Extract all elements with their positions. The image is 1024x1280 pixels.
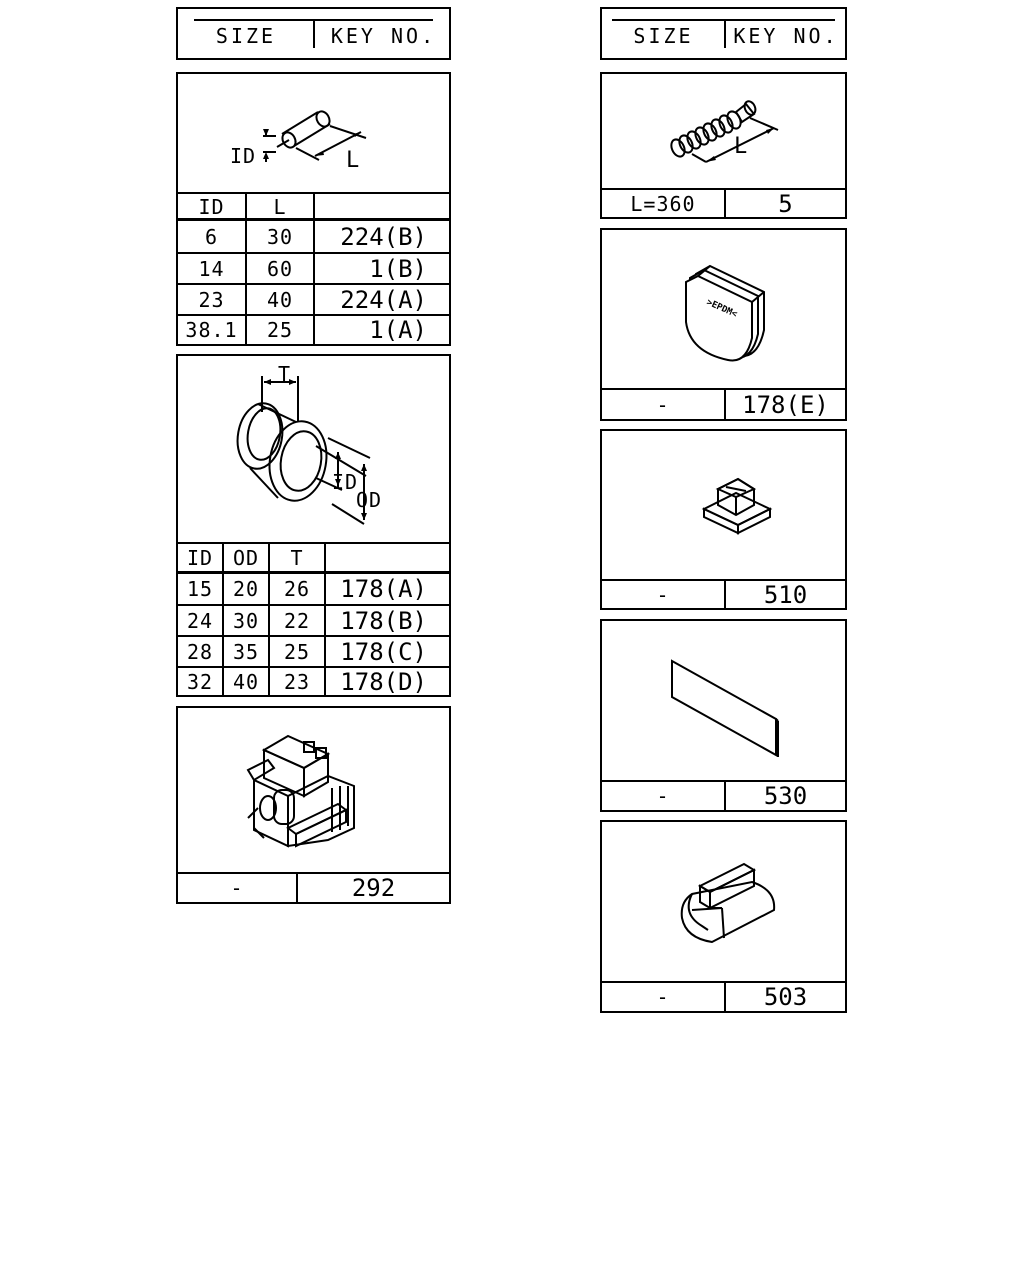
block-key-no: 503: [763, 983, 808, 1011]
grommet-od-callout: OD: [356, 488, 383, 512]
clip-size: -: [656, 582, 670, 607]
clip-illustration: [602, 431, 845, 579]
left-header-box: SIZE KEY NO.: [176, 7, 451, 60]
cell-od: 20: [232, 577, 260, 601]
corrugated-tube-box: L L=360 5: [600, 72, 847, 219]
tube-length-callout: L: [346, 148, 361, 173]
corrugated-size: L=360: [630, 191, 696, 216]
block-illustration: [602, 822, 845, 981]
right-header-box: SIZE KEY NO.: [600, 7, 847, 60]
cell-l: 60: [266, 256, 294, 281]
column-header-l: L: [273, 195, 287, 219]
cell-l: 30: [266, 224, 294, 249]
cell-l: 40: [266, 287, 294, 312]
cell-id: 38.1: [185, 318, 238, 342]
epdm-cap-illustration: >EPDM<: [602, 230, 845, 388]
cell-key-no: 1(A): [369, 316, 427, 344]
cell-t: 22: [283, 608, 311, 633]
block-part-box: - 503: [600, 820, 847, 1013]
cell-key-no: 178(C): [340, 637, 427, 666]
tape-illustration: [602, 621, 845, 781]
tape-key-no: 530: [763, 782, 808, 810]
cell-od: 35: [232, 639, 260, 664]
cell-id: 14: [198, 256, 225, 281]
cell-l: 25: [266, 318, 294, 342]
connector-part-box: - 292: [176, 706, 451, 904]
cell-key-no: 178(D): [340, 667, 427, 696]
column-header-t: T: [290, 546, 304, 570]
cell-id: 24: [186, 608, 214, 633]
header-divider: [313, 21, 315, 48]
cell-t: 23: [283, 669, 311, 694]
grommet-t-callout: T: [278, 362, 292, 386]
connector-size: -: [230, 876, 244, 900]
cell-t: 26: [283, 577, 311, 601]
cell-key-no: 178(B): [340, 606, 427, 635]
cell-t: 25: [283, 639, 311, 664]
key-no-header-label: KEY NO.: [733, 24, 839, 48]
grommet-id-callout: ID: [332, 470, 359, 494]
cell-key-no: 224(A): [340, 285, 427, 314]
cell-id: 6: [204, 224, 219, 249]
epdm-cap-box: >EPDM< - 178(E): [600, 228, 847, 421]
tape-size: -: [656, 784, 670, 808]
column-header-id: ID: [198, 195, 225, 219]
size-header-label: SIZE: [215, 24, 277, 48]
clip-part-box: - 510: [600, 429, 847, 610]
corrugated-tube-illustration: [602, 74, 845, 188]
size-header-label: SIZE: [633, 24, 694, 48]
column-header-od: OD: [232, 546, 260, 570]
header-rule: [194, 19, 433, 21]
cell-id: 23: [198, 287, 225, 312]
grommet-parts-table: T ID OD ID OD T 15 20 26 178(A) 24 30 22…: [176, 354, 451, 697]
tube-parts-table: ID L ID L 6 30 224(B) 14 60 1(B) 23 40 2…: [176, 72, 451, 346]
cell-key-no: 1(B): [369, 254, 427, 283]
cell-id: 28: [186, 639, 214, 664]
cell-key-no: 224(B): [340, 222, 427, 251]
cell-od: 40: [232, 669, 260, 694]
connector-key-no: 292: [351, 874, 396, 902]
cell-key-no: 178(A): [340, 575, 427, 603]
header-rule: [612, 19, 835, 21]
key-no-header-label: KEY NO.: [330, 24, 437, 48]
header-divider: [724, 21, 726, 48]
clip-key-no: 510: [763, 580, 808, 609]
tube-illustration: [263, 74, 449, 192]
block-size: -: [656, 985, 670, 1009]
tube-id-callout: ID: [230, 144, 257, 168]
corrugated-length-callout: L: [734, 134, 749, 159]
corrugated-key-no: 5: [778, 189, 793, 218]
cap-key-no: 178(E): [742, 390, 829, 419]
column-header-id: ID: [186, 546, 214, 570]
cell-id: 32: [186, 669, 214, 694]
cap-size: -: [656, 392, 670, 417]
cell-od: 30: [232, 608, 260, 633]
connector-illustration: [178, 708, 449, 872]
grommet-illustration: [178, 356, 449, 542]
tape-part-box: - 530: [600, 619, 847, 812]
cell-id: 15: [186, 577, 214, 601]
